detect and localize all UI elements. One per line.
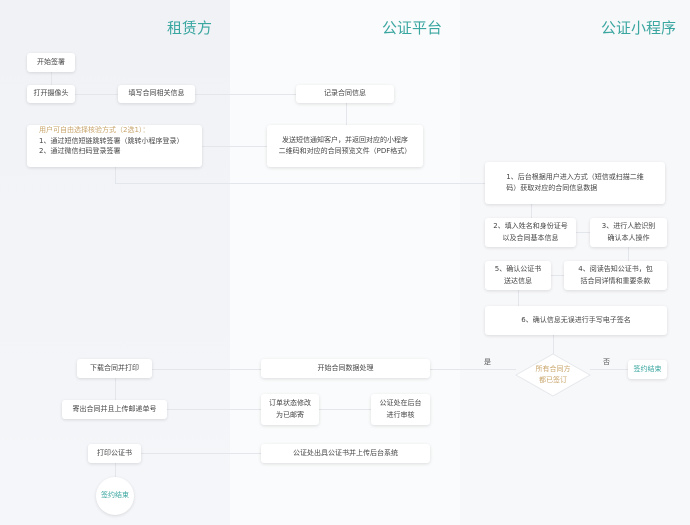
node-mail-contract: 寄出合同并且上传邮递单号 [62, 400, 167, 419]
connector [202, 146, 267, 147]
connector [115, 378, 116, 400]
node-open-camera: 打开摄像头 [27, 85, 75, 103]
lane-title-miniprogram: 公证小程序 [600, 19, 676, 37]
node-send-sms: 发送短信通知客户，并返回对应的小程序 二维码和对应的合同预览文件（PDF格式） [267, 125, 423, 167]
connector [115, 463, 116, 477]
connector [346, 103, 347, 125]
node-start: 开始签署 [27, 53, 75, 72]
connector [576, 232, 590, 233]
connector [115, 183, 485, 184]
node-notary-review: 公证处在后台 进行审核 [371, 394, 430, 425]
node-end-left: 签约结束 [96, 477, 134, 515]
node-choose-verification: 用户可自由选择核验方式（2选1）： 1、通过短信短链跳转签署（跳转小程序登录） … [27, 125, 202, 167]
connector [628, 247, 629, 261]
node-step1: 1、后台根据用户进入方式（短信或扫描二维 码）获取对应的合同信息数据 [485, 162, 665, 204]
connector [141, 453, 261, 454]
connector [51, 72, 52, 85]
choose-title: 用户可自由选择核验方式（2选1）： [39, 126, 150, 134]
node-step6: 6、确认信息无误进行手写电子签名 [485, 306, 667, 335]
connector [590, 369, 628, 370]
connector [152, 369, 261, 370]
lane-title-platform: 公证平台 [381, 19, 442, 37]
connector [553, 335, 554, 355]
connector [430, 369, 516, 370]
node-fill-contract: 填写合同相关信息 [118, 85, 195, 103]
choose-option-2: 2、通过微信扫码登录签署 [39, 147, 121, 155]
label-yes: 是 [484, 358, 491, 366]
node-status-mailed: 订单状态修改 为已邮寄 [261, 394, 319, 425]
node-step5: 5、确认公证书 送达信息 [485, 261, 551, 290]
connector [319, 409, 371, 410]
node-print-certificate: 打印公证书 [88, 444, 141, 463]
node-end-right: 签约结束 [628, 360, 667, 379]
connector [75, 94, 118, 95]
node-step2: 2、填入姓名和身份证号 以及合同基本信息 [485, 218, 576, 247]
connector [551, 275, 564, 276]
connector [115, 167, 116, 183]
node-step4: 4、阅读告知公证书，包 括合同详情和重要条款 [564, 261, 667, 290]
connector [531, 204, 532, 218]
connector [518, 290, 519, 306]
node-decision-all-signed: 所有合同方 都已签订 [535, 364, 571, 384]
node-step3: 3、进行人脸识别 确认本人操作 [590, 218, 667, 247]
node-download-print: 下载合同并打印 [77, 359, 152, 378]
node-issue-certificate: 公证处出具公证书并上传后台系统 [261, 444, 430, 463]
connector [195, 94, 296, 95]
lane-title-lessee: 租赁方 [166, 19, 212, 37]
connector [167, 409, 261, 410]
label-no: 否 [603, 358, 610, 366]
choose-option-1: 1、通过短信短链跳转签署（跳转小程序登录） [39, 136, 184, 145]
node-record-contract: 记录合同信息 [296, 85, 394, 103]
decision-diamond [514, 353, 592, 397]
node-start-processing: 开始合同数据处理 [261, 359, 430, 378]
